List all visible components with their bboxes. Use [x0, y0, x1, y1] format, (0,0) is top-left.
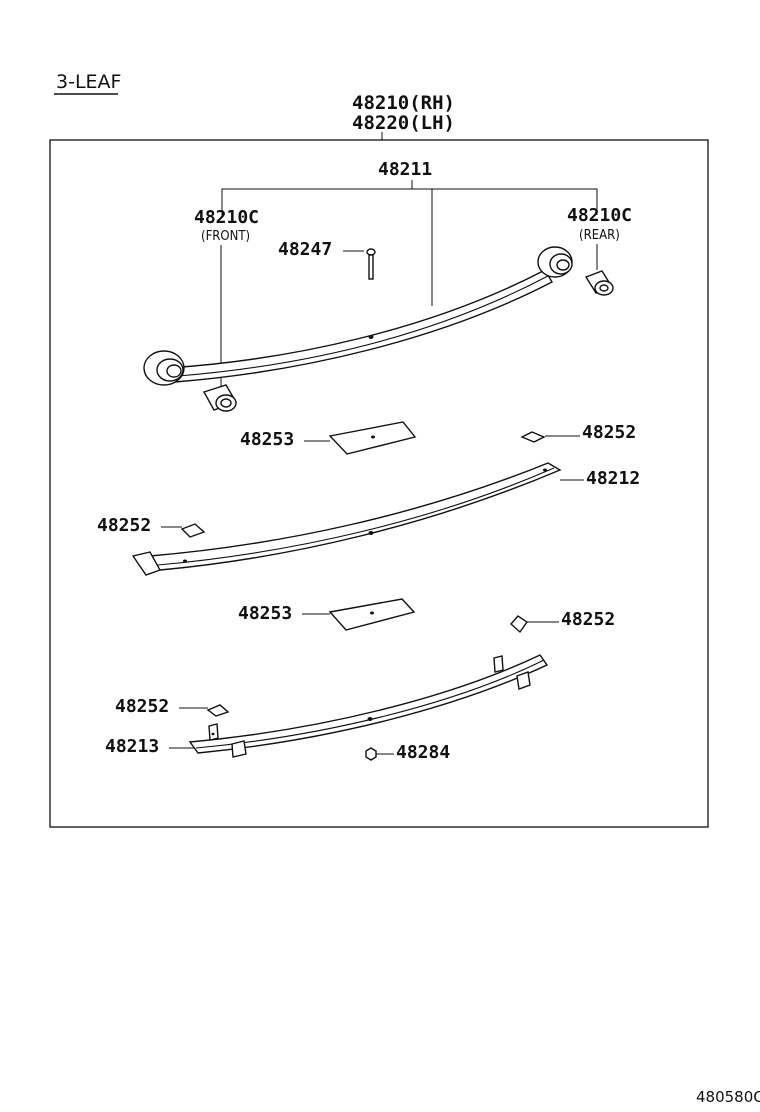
- label-insert-lower: 48253: [238, 603, 292, 624]
- assembly-frame: [49, 139, 709, 828]
- label-center-bolt: 48247: [278, 239, 332, 260]
- label-clip-lower-left: 48252: [115, 696, 169, 717]
- clip-upper-right-icon: [520, 431, 546, 443]
- spring-pack-bracket: [221, 188, 598, 215]
- label-bushing-rear-note: (REAR): [579, 228, 620, 243]
- assembly-label-lh: 48220(LH): [352, 112, 455, 134]
- label-spring-pack: 48211: [378, 159, 432, 180]
- diagram-subtitle: 3-LEAF: [56, 71, 121, 93]
- insert-lower-icon: [328, 598, 416, 631]
- label-bushing-front: 48210C: [194, 207, 259, 228]
- bushing-rear-icon: [584, 270, 614, 296]
- label-leaf-2: 48212: [586, 468, 640, 489]
- label-insert-upper: 48253: [240, 429, 294, 450]
- label-clip-lower-right: 48252: [561, 609, 615, 630]
- center-bolt-icon: [366, 248, 376, 280]
- assembly-label-rh: 48210(RH): [352, 92, 455, 114]
- leaf-3-icon: [188, 654, 549, 758]
- main-leaf-icon: [143, 246, 573, 386]
- label-bushing-rear: 48210C: [567, 205, 632, 226]
- label-leaf-3: 48213: [105, 736, 159, 757]
- label-nut: 48284: [396, 742, 450, 763]
- label-clip-mid-left: 48252: [97, 515, 151, 536]
- nut-icon: [365, 747, 377, 761]
- bushing-front-icon: [202, 384, 238, 412]
- diagram-code: 480580C: [696, 1088, 760, 1106]
- leaf-2-icon: [131, 462, 562, 576]
- label-bushing-front-note: (FRONT): [201, 229, 250, 244]
- clip-mid-left-icon: [180, 523, 206, 538]
- clip-lower-right-icon: [510, 615, 528, 634]
- label-clip-upper-right: 48252: [582, 422, 636, 443]
- insert-upper-icon: [328, 421, 417, 455]
- clip-lower-left-icon: [206, 704, 230, 717]
